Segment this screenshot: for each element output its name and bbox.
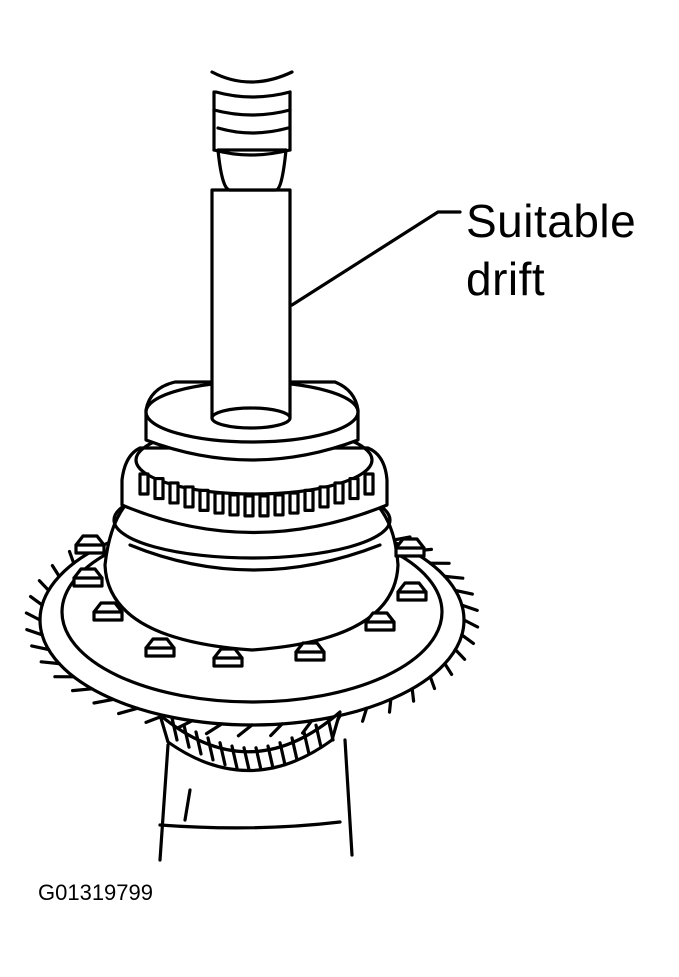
gear-tooth	[460, 633, 475, 645]
gear-tooth	[443, 662, 454, 676]
gear-tooth	[443, 574, 465, 580]
gear-tooth	[453, 648, 467, 661]
gear-tooth	[242, 746, 251, 772]
gear-tooth	[361, 706, 369, 723]
gear-tooth	[92, 697, 115, 705]
gear-tooth	[266, 744, 275, 770]
ring-gear-bolts	[72, 534, 428, 668]
gear-tooth	[25, 628, 44, 637]
gear-tooth	[254, 746, 263, 772]
bearing-roller	[348, 476, 360, 501]
gear-tooth	[387, 697, 393, 714]
gear-tooth	[182, 723, 191, 749]
callout-label: Suitable drift	[466, 192, 636, 308]
bearing-roller	[258, 494, 270, 518]
bearing-roller	[153, 476, 165, 501]
bearing-roller	[198, 488, 210, 512]
gear-tooth	[410, 687, 416, 703]
bearing-roller	[183, 485, 195, 509]
gear-tooth	[29, 595, 44, 607]
bolt-head	[364, 611, 396, 632]
bolt-head	[72, 567, 104, 588]
drift-tool	[210, 70, 294, 430]
bearing-roller	[213, 491, 225, 515]
gear-tooth	[194, 730, 203, 756]
bearing-roller	[273, 493, 285, 517]
gear-tooth	[326, 716, 335, 742]
gear-tooth	[462, 618, 480, 629]
gear-tooth	[37, 579, 51, 592]
gear-tooth	[170, 716, 179, 742]
bolt-head	[92, 601, 124, 622]
gear-tooth	[67, 549, 76, 565]
bearing-roller	[363, 472, 375, 496]
gear-tooth	[71, 687, 94, 693]
lower-side-gear	[158, 710, 342, 773]
support-stand	[158, 738, 354, 862]
bearing-roller	[138, 472, 150, 496]
bolt-head	[74, 534, 106, 555]
gear-tooth	[314, 723, 323, 749]
gear-tooth	[278, 741, 287, 767]
bolt-head	[294, 641, 326, 662]
bearing-roller	[303, 488, 315, 512]
bearing-roller	[288, 491, 300, 515]
callout-line-1: Suitable	[466, 195, 637, 247]
bearing-roller	[243, 494, 255, 518]
gear-tooth	[302, 730, 311, 756]
gear-tooth	[117, 706, 139, 716]
gear-tooth	[24, 611, 42, 622]
bearing-roller	[318, 485, 330, 509]
gear-tooth	[204, 722, 224, 736]
gear-tooth	[460, 603, 479, 612]
bolt-head	[394, 537, 426, 558]
bearing-roller	[333, 481, 345, 505]
gear-tooth	[236, 723, 254, 738]
gear-tooth	[206, 736, 215, 762]
differential-case	[103, 480, 400, 652]
bolt-head	[144, 637, 176, 658]
gear-tooth	[39, 660, 61, 666]
bearing	[120, 424, 389, 535]
gear-tooth	[269, 722, 284, 738]
bolt-head	[212, 647, 244, 668]
gear-tooth	[50, 564, 61, 578]
leader-line	[290, 210, 462, 307]
gear-tooth	[218, 741, 227, 767]
gear-tooth	[428, 675, 437, 691]
bearing-roller	[168, 481, 180, 505]
bolt-head	[396, 581, 428, 602]
gear-tooth	[230, 744, 239, 770]
gear-tooth	[30, 644, 51, 652]
bearing-roller	[228, 493, 240, 517]
gear-tooth	[290, 736, 299, 762]
callout-line-2: drift	[466, 253, 546, 305]
figure-id: G01319799	[38, 880, 153, 905]
gear-tooth	[453, 588, 474, 596]
